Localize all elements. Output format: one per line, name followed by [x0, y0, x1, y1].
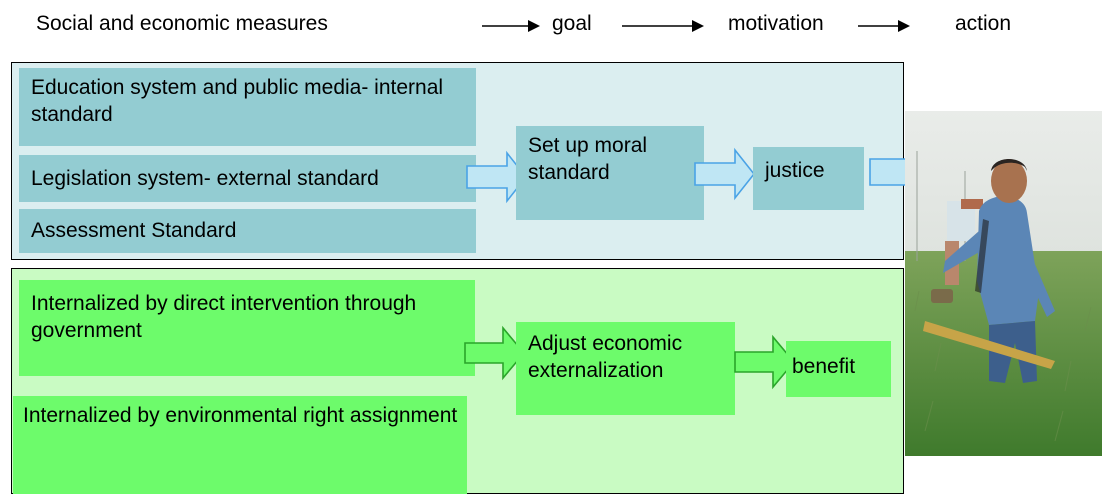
farmer-photo: [905, 111, 1102, 456]
benefit-label: benefit: [792, 355, 856, 378]
justice-box: justice: [753, 147, 864, 210]
education-system-label: Education system and public media- inter…: [31, 76, 444, 126]
adjust-economic-box: Adjust economic externalization: [516, 322, 735, 415]
header-arrow-1: [482, 20, 540, 32]
header-arrow-3: [858, 20, 910, 32]
legislation-system-label: Legislation system- external standard: [31, 167, 379, 190]
benefit-box: benefit: [786, 341, 891, 397]
adjust-economic-label: Adjust economic externalization: [528, 332, 683, 382]
education-system-box: Education system and public media- inter…: [19, 68, 476, 146]
header-arrow-2: [622, 20, 704, 32]
moral-arrow-2: [694, 147, 756, 201]
legislation-system-box: Legislation system- external standard: [19, 155, 476, 202]
economic-arrow-2: [734, 334, 796, 390]
header-action: action: [955, 12, 1012, 35]
assessment-standard-label: Assessment Standard: [31, 219, 237, 242]
set-up-moral-standard-label: Set up moral standard: [528, 134, 648, 184]
environmental-right-box: Internalized by environmental right assi…: [13, 396, 467, 494]
header-goal: goal: [552, 12, 592, 35]
direct-intervention-box: Internalized by direct intervention thro…: [19, 280, 475, 376]
environmental-right-label: Internalized by environmental right assi…: [23, 404, 458, 427]
set-up-moral-standard-box: Set up moral standard: [516, 126, 704, 220]
header-motivation: motivation: [728, 12, 824, 35]
economic-arrow-1: [464, 325, 526, 381]
direct-intervention-label: Internalized by direct intervention thro…: [31, 292, 417, 342]
justice-label: justice: [765, 159, 825, 182]
header-measures: Social and economic measures: [36, 12, 328, 35]
assessment-standard-box: Assessment Standard: [19, 209, 476, 253]
